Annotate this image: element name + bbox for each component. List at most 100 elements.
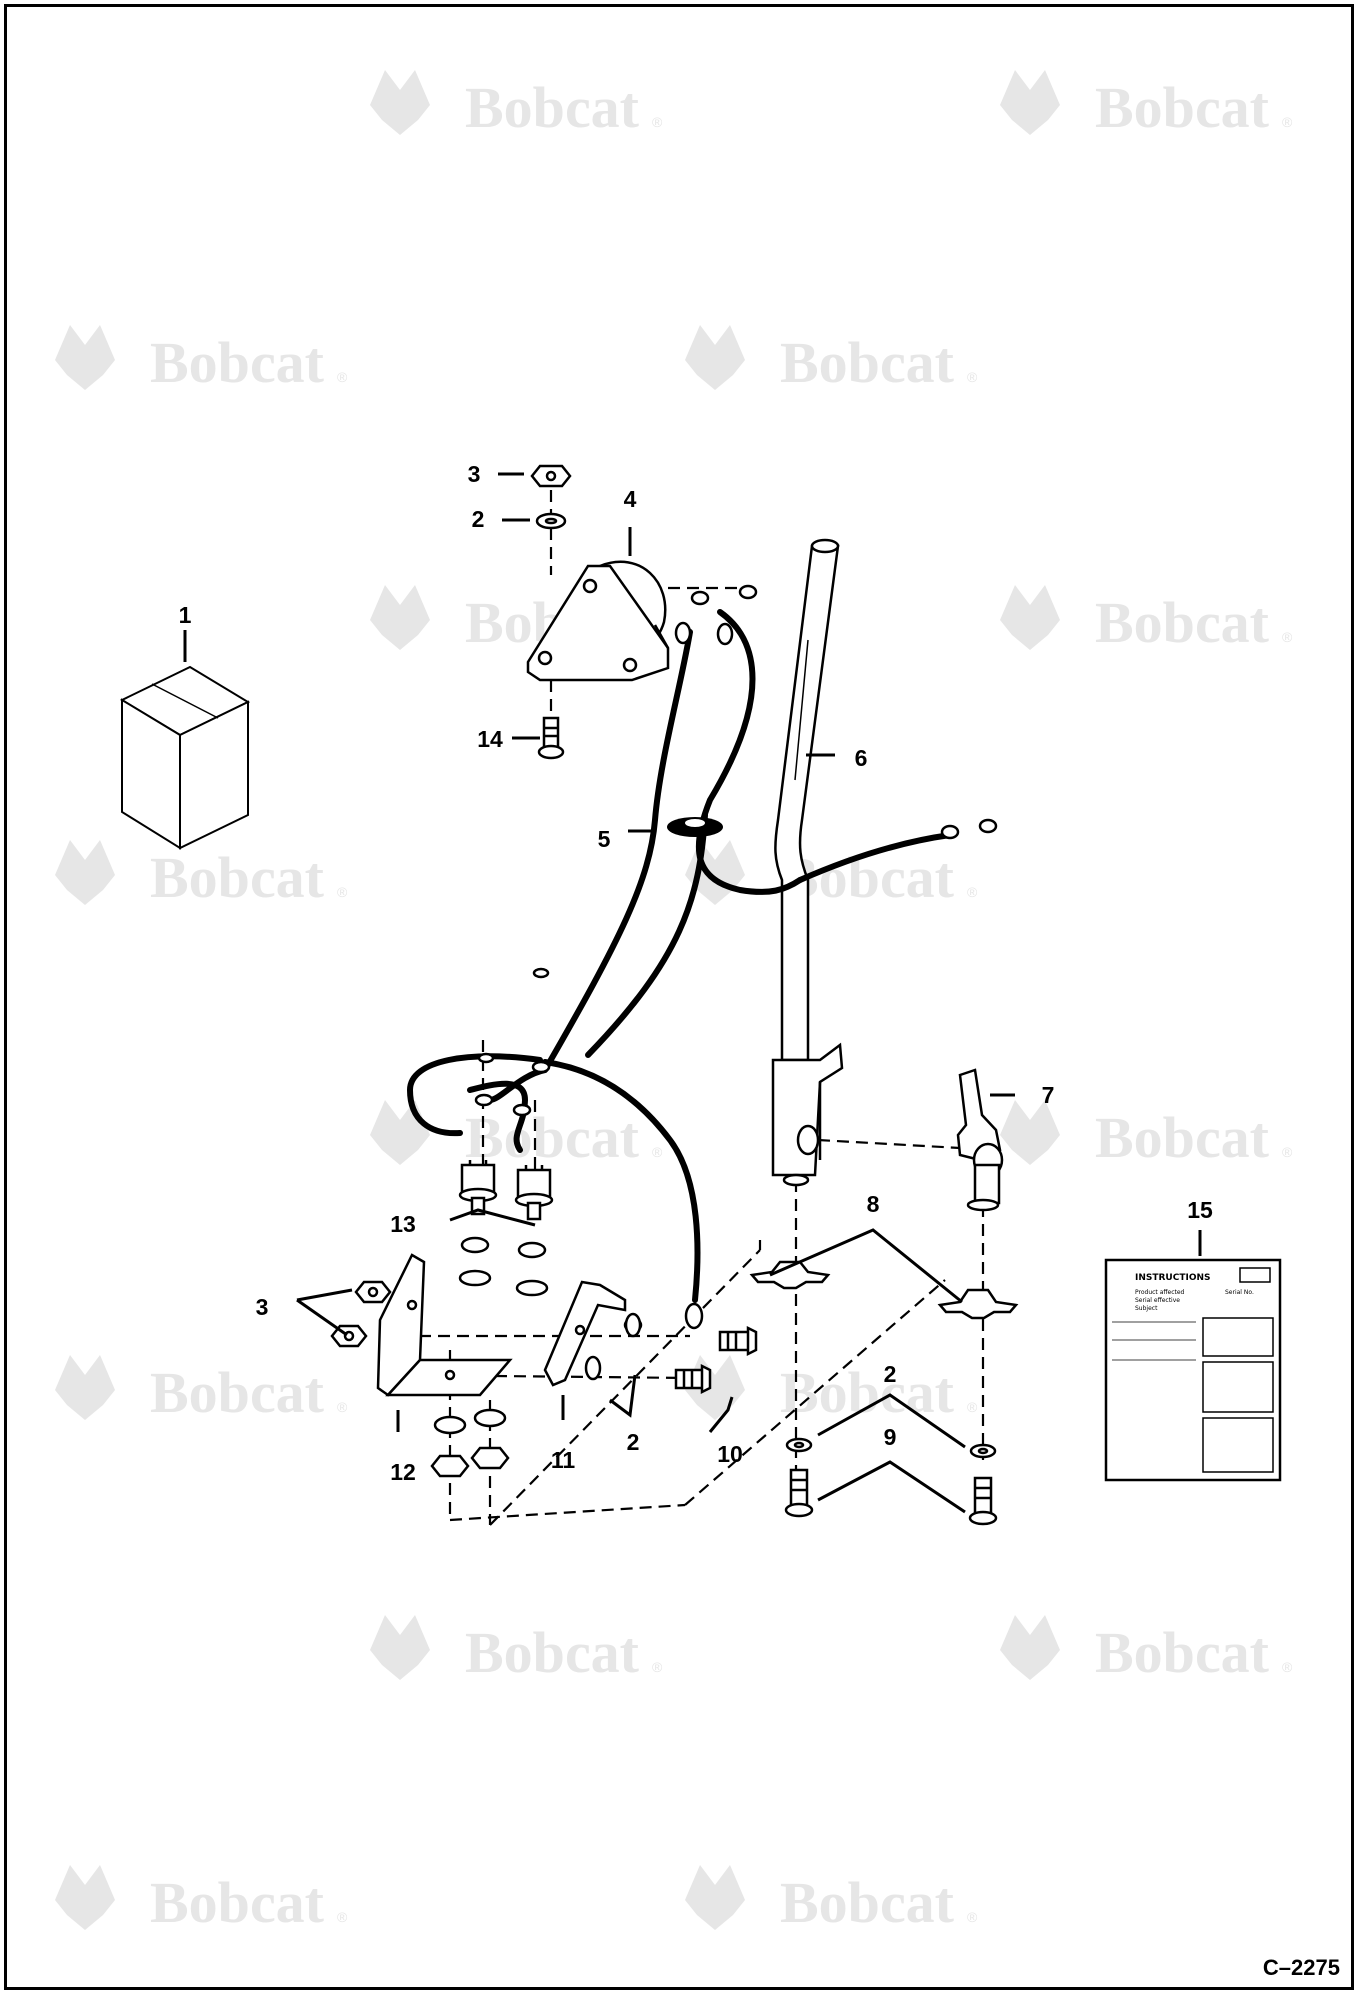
part-6-lever-bracket: [771, 1042, 844, 1187]
watermark-text: Bobcat: [465, 1105, 640, 1170]
watermark-registered: ®: [1282, 114, 1293, 130]
watermark-text: Bobcat: [1095, 75, 1270, 140]
watermark-registered: ®: [337, 1399, 348, 1415]
watermark: Bobcat ®: [685, 1865, 978, 1935]
callout-2-lower-right: 2: [884, 1361, 897, 1387]
bobcat-logo-icon: [370, 585, 430, 650]
part-5-grommet: [667, 817, 723, 837]
callout-labels: 1 2 3 4 5 6 7 8 9 10 11 12 13 14 15 2 3 …: [179, 461, 1213, 1485]
watermark: Bobcat ®: [55, 1865, 348, 1935]
watermark: Bobcat ®: [1000, 1615, 1293, 1685]
watermark-layer: Bobcat ® Bobcat ® Bobcat ® Bobcat ® Bobc…: [55, 70, 1293, 1935]
watermark-registered: ®: [1282, 629, 1293, 645]
decal-line: Serial effective: [1135, 1297, 1180, 1304]
decal-line: Product affected: [1135, 1289, 1185, 1296]
watermark: Bobcat ®: [55, 840, 348, 910]
watermark-registered: ®: [1282, 1659, 1293, 1675]
callout-11: 11: [551, 1447, 576, 1473]
watermark: Bobcat ®: [1000, 585, 1293, 655]
part-14-bolt: [537, 716, 565, 760]
callout-9: 9: [884, 1424, 897, 1450]
watermark: Bobcat ®: [55, 325, 348, 395]
callout-3: 3: [468, 461, 481, 487]
decal-field-label: Serial No.: [1225, 1289, 1254, 1296]
part-13-switch: [458, 1160, 498, 1216]
drawing-reference-number: C–2275: [1263, 1955, 1340, 1980]
bobcat-logo-icon: [55, 1355, 115, 1420]
bobcat-logo-icon: [55, 1865, 115, 1930]
callout-10: 10: [717, 1441, 743, 1467]
callout-3-lower-left: 3: [256, 1294, 269, 1320]
part-2-washer: [785, 1437, 813, 1453]
watermark-registered: ®: [967, 1399, 978, 1415]
part-8-clip: [937, 1288, 1019, 1320]
callout-6: 6: [855, 745, 868, 771]
part-10-bolt: [718, 1325, 758, 1357]
part-10-bolt: [674, 1363, 712, 1395]
watermark-registered: ®: [652, 1144, 663, 1160]
bobcat-logo-icon: [370, 1100, 430, 1165]
part-2-washer: [584, 1312, 642, 1381]
part-12-switch-bracket: [376, 1253, 513, 1397]
part-2-washer: [969, 1443, 997, 1459]
watermark: Bobcat ®: [685, 1355, 978, 1425]
callout-1: 1: [179, 602, 192, 628]
callout-12: 12: [390, 1459, 416, 1485]
watermark: Bobcat ®: [1000, 1100, 1293, 1170]
watermark: Bobcat ®: [370, 70, 663, 140]
bobcat-logo-icon: [55, 840, 115, 905]
watermark-text: Bobcat: [1095, 1620, 1270, 1685]
watermark-text: Bobcat: [780, 1360, 955, 1425]
part-13-switch: [514, 1165, 554, 1221]
watermark-registered: ®: [967, 369, 978, 385]
callout-leaders: [296, 472, 1015, 1514]
part-8-clip: [749, 1260, 831, 1290]
watermark-text: Bobcat: [150, 845, 325, 910]
bobcat-logo-icon: [370, 70, 430, 135]
part-6-lever-tube: [774, 538, 840, 1062]
watermark-text: Bobcat: [465, 75, 640, 140]
bobcat-logo-icon: [1000, 585, 1060, 650]
callout-7: 7: [1042, 1082, 1055, 1108]
bobcat-logo-icon: [1000, 70, 1060, 135]
bobcat-logo-icon: [685, 325, 745, 390]
watermark-text: Bobcat: [780, 1870, 955, 1935]
watermark-registered: ®: [652, 114, 663, 130]
bobcat-logo-icon: [1000, 1100, 1060, 1165]
watermark-text: Bobcat: [1095, 590, 1270, 655]
part-9-bolt: [784, 1468, 814, 1518]
part-15-decal: INSTRUCTIONS Product affected Serial eff…: [1104, 1258, 1282, 1482]
watermark-text: Bobcat: [465, 1620, 640, 1685]
watermark-text: Bobcat: [780, 330, 955, 395]
decal-line: Subject: [1135, 1305, 1158, 1312]
watermark: Bobcat ®: [55, 1355, 348, 1425]
watermark: Bobcat ®: [685, 325, 978, 395]
part-4-horn-assembly: [526, 560, 670, 682]
part-3-nut-top: [530, 464, 572, 488]
watermark-registered: ®: [337, 884, 348, 900]
watermark-text: Bobcat: [1095, 1105, 1270, 1170]
part-3-nut: [354, 1280, 392, 1304]
switch-washers: [458, 1236, 549, 1297]
part-9-bolt: [968, 1476, 998, 1526]
wire-terminals: [474, 584, 998, 1333]
bobcat-logo-icon: [685, 1865, 745, 1930]
watermark-registered: ®: [652, 1659, 663, 1675]
bobcat-logo-icon: [1000, 1615, 1060, 1680]
callout-4: 4: [624, 486, 637, 512]
drawing-sheet: [4, 4, 1354, 1990]
callout-2-lower-center: 2: [627, 1429, 640, 1455]
watermark-text: Bobcat: [150, 330, 325, 395]
watermark-registered: ®: [967, 1909, 978, 1925]
watermark-registered: ®: [967, 884, 978, 900]
watermark-text: Bobcat: [150, 1870, 325, 1935]
callout-14: 14: [477, 726, 503, 752]
watermark-registered: ®: [337, 1909, 348, 1925]
callout-5: 5: [598, 826, 611, 852]
callout-13: 13: [390, 1211, 416, 1237]
part-2-washer-top: [535, 512, 567, 530]
watermark: Bobcat ®: [685, 840, 978, 910]
callout-8: 8: [867, 1191, 880, 1217]
watermark-registered: ®: [337, 369, 348, 385]
